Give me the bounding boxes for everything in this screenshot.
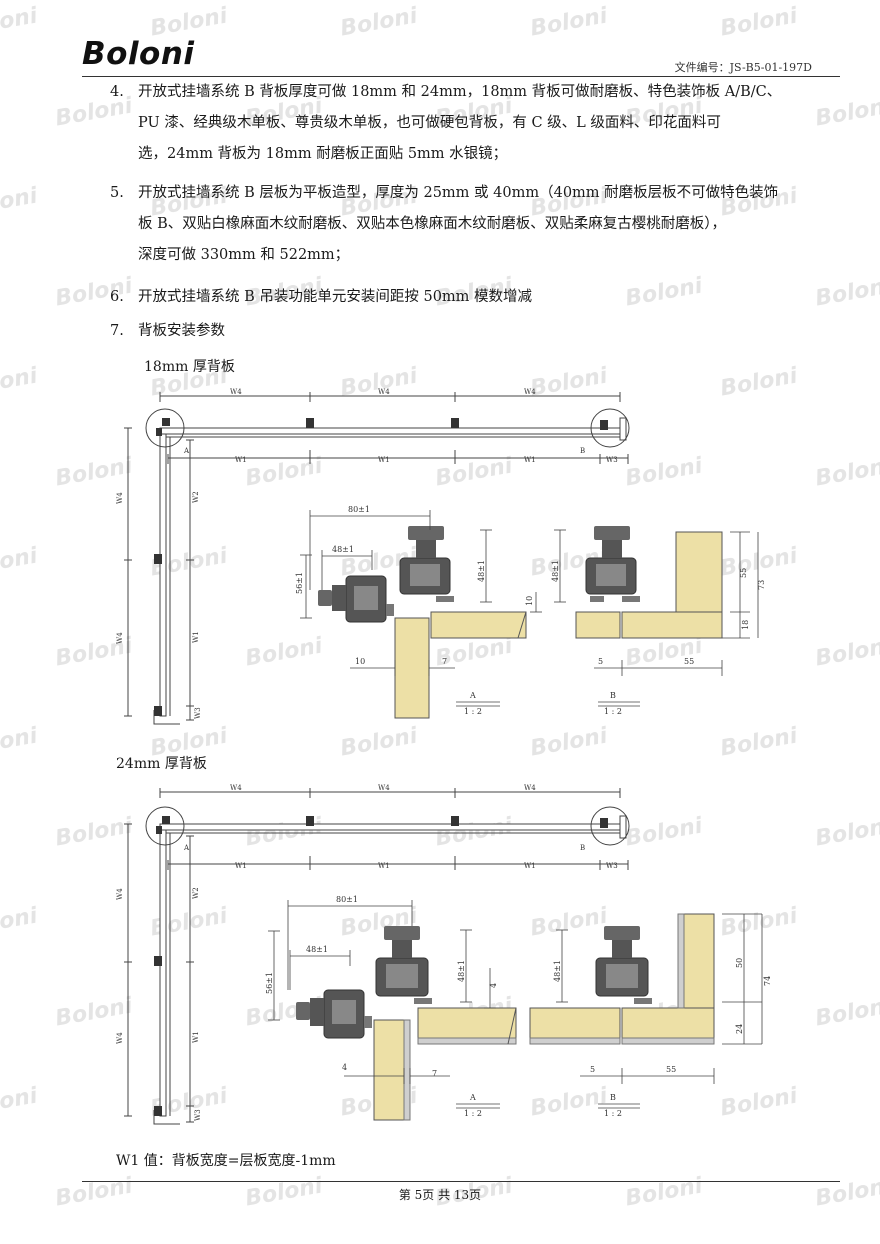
dim-55: 55 [666, 1065, 676, 1074]
dim-18: 18 [741, 620, 750, 630]
section-a-title: A [469, 1093, 476, 1102]
list-item-7: 7. 背板安装参数 [110, 316, 850, 347]
item-line: 开放式挂墙系统 B 层板为平板造型，厚度为 25mm 或 40mm（40mm 耐… [138, 185, 779, 201]
item-number: 4. [110, 84, 124, 100]
dim-48: 48±1 [306, 945, 328, 954]
dim-label-w4: W4 [116, 1032, 124, 1044]
callout-b: B [580, 844, 585, 852]
item-line: 选，24mm 背板为 18mm 耐磨板正面贴 5mm 水银镜； [138, 146, 508, 162]
dim-24: 24 [735, 1024, 744, 1034]
dim-label-w4: W4 [230, 388, 242, 396]
dim-label-w4: W4 [116, 492, 124, 504]
dim-label-w4: W4 [524, 784, 536, 792]
section-label-24mm: 24mm 厚背板 [116, 756, 207, 772]
callout-a: A [183, 844, 190, 852]
dim-50: 50 [735, 958, 744, 968]
watermark-text: Boloni [528, 3, 610, 42]
section-a-title: A [469, 691, 476, 700]
section-b-title: B [610, 1093, 616, 1102]
dim-56: 56±1 [265, 972, 274, 994]
list-item-4: 4. 开放式挂墙系统 B 背板厚度可做 18mm 和 24mm，18mm 背板可做… [110, 77, 850, 170]
dim-label-w1: W1 [192, 631, 200, 643]
item-line: 背板安装参数 [138, 323, 225, 339]
dim-4: 4 [342, 1063, 347, 1072]
list-item-6: 6. 开放式挂墙系统 B 吊装功能单元安装间距按 50mm 模数增减 [110, 282, 850, 313]
dim-label-w2: W2 [192, 491, 200, 503]
dim-10-vertical: 10 [525, 596, 534, 606]
watermark-text: Boloni [0, 903, 40, 942]
page-number: 第 5页 共 13页 [398, 1188, 482, 1202]
dim-48-vertical: 48±1 [477, 560, 486, 582]
dim-74: 74 [763, 976, 772, 986]
dim-4-vertical: 4 [489, 983, 498, 988]
list-item-5: 5. 开放式挂墙系统 B 层板为平板造型，厚度为 25mm 或 40mm（40mm… [110, 178, 850, 271]
item-number: 7. [110, 323, 124, 339]
dim-55-vertical: 55 [739, 568, 748, 578]
dim-73: 73 [757, 580, 766, 590]
item-number: 6. [110, 289, 124, 305]
dim-label-w1: W1 [192, 1031, 200, 1043]
watermark-text: Boloni [0, 363, 40, 402]
brand-logo: Boloni [82, 36, 195, 72]
section-label-18mm: 18mm 厚背板 [144, 359, 235, 375]
document-number: 文件编号：JS-B5-01-197D [674, 61, 812, 74]
dim-label-w1: W1 [524, 456, 536, 464]
drawing-24mm-backboard: W4 W4 W4 W1 W1 W1 W3 A B W4 W4 W2 W1 W3 [116, 784, 772, 1125]
watermark-text: Boloni [0, 723, 40, 762]
w1-note: W1 值：背板宽度=层板宽度-1mm [116, 1153, 336, 1169]
section-a-scale: 1 : 2 [464, 707, 482, 716]
dim-label-w4: W4 [116, 888, 124, 900]
dim-55: 55 [684, 657, 694, 666]
section-b-scale: 1 : 2 [604, 707, 622, 716]
dim-label-w3: W3 [606, 862, 618, 870]
dim-label-w1: W1 [235, 862, 247, 870]
item-number: 5. [110, 185, 124, 201]
dim-label-w2: W2 [192, 887, 200, 899]
watermark-text: Boloni [338, 3, 420, 42]
section-b-title: B [610, 691, 616, 700]
watermark-text: Boloni [0, 3, 40, 42]
header-divider [82, 76, 840, 77]
drawing-18mm-backboard: W4 W4 W4 W1 W1 W1 W3 A B W4 W4 W2 W1 W3 [116, 388, 766, 725]
dim-5: 5 [598, 657, 603, 666]
dim-label-w4: W4 [116, 632, 124, 644]
dim-48-vertical: 48±1 [553, 960, 562, 982]
dim-label-w3: W3 [606, 456, 618, 464]
dim-label-w4: W4 [378, 388, 390, 396]
section-b-scale: 1 : 2 [604, 1109, 622, 1118]
item-line: 深度可做 330mm 和 522mm； [138, 247, 350, 263]
dim-10: 10 [355, 657, 365, 666]
dim-7: 7 [432, 1069, 437, 1078]
dim-80: 80±1 [348, 505, 370, 514]
callout-a: A [183, 447, 190, 455]
dim-label-w1: W1 [378, 862, 390, 870]
dim-48: 48±1 [332, 545, 354, 554]
item-line: 开放式挂墙系统 B 吊装功能单元安装间距按 50mm 模数增减 [138, 289, 533, 305]
section-a-scale: 1 : 2 [464, 1109, 482, 1118]
watermark-text: Boloni [0, 183, 40, 222]
footer-divider [82, 1181, 840, 1182]
watermark-text: Boloni [718, 3, 800, 42]
dim-label-w4: W4 [230, 784, 242, 792]
dim-label-w4: W4 [378, 784, 390, 792]
dim-48-vertical: 48±1 [551, 560, 560, 582]
item-line: 板 B、双贴白橡麻面木纹耐磨板、双贴本色橡麻面木纹耐磨板、双贴柔麻复古樱桃耐磨板… [138, 216, 727, 232]
dim-80: 80±1 [336, 895, 358, 904]
watermark-text: Boloni [0, 1083, 40, 1122]
dim-label-w1: W1 [235, 456, 247, 464]
dim-48-vertical: 48±1 [457, 960, 466, 982]
dim-label-w4: W4 [524, 388, 536, 396]
dim-label-w1: W1 [378, 456, 390, 464]
dim-label-w3: W3 [194, 707, 202, 719]
dim-5: 5 [590, 1065, 595, 1074]
dim-7: 7 [442, 657, 447, 666]
item-line: 开放式挂墙系统 B 背板厚度可做 18mm 和 24mm，18mm 背板可做耐磨… [138, 84, 782, 100]
dim-56: 56±1 [295, 572, 304, 594]
watermark-text: Boloni [0, 543, 40, 582]
dim-label-w1: W1 [524, 862, 536, 870]
dim-label-w3: W3 [194, 1109, 202, 1121]
callout-b: B [580, 447, 585, 455]
item-line: PU 漆、经典级木单板、尊贵级木单板，也可做硬包背板，有 C 级、L 级面料、印… [138, 115, 721, 131]
